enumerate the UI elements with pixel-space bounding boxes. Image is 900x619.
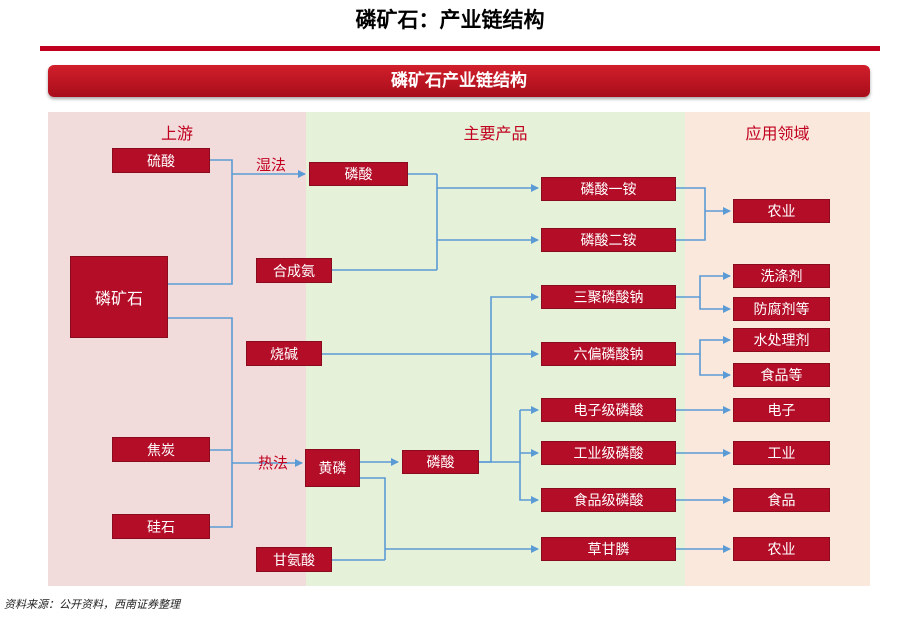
node-preservative: 防腐剂等 bbox=[733, 297, 830, 321]
node-synthetic-ammonia: 合成氨 bbox=[256, 258, 332, 283]
node-electronics: 电子 bbox=[733, 398, 830, 422]
node-glycine: 甘氨酸 bbox=[256, 547, 332, 572]
node-phosphoric-acid-wet: 磷酸 bbox=[309, 162, 408, 186]
node-stpp: 三聚磷酸钠 bbox=[541, 285, 676, 309]
node-dap: 磷酸二铵 bbox=[541, 228, 676, 252]
node-map: 磷酸一铵 bbox=[541, 177, 676, 201]
node-electronic-grade: 电子级磷酸 bbox=[541, 398, 676, 422]
page-title: 磷矿石：产业链结构 bbox=[355, 7, 545, 32]
node-phosphate-rock: 磷矿石 bbox=[70, 256, 168, 338]
node-industrial-grade: 工业级磷酸 bbox=[541, 441, 676, 465]
zone-title-products: 主要产品 bbox=[463, 124, 528, 143]
node-agriculture-1: 农业 bbox=[733, 199, 830, 223]
node-sulfuric-acid: 硫酸 bbox=[112, 148, 210, 173]
source-note: 资料来源：公开资料，西南证券整理 bbox=[4, 598, 180, 611]
node-phosphoric-acid-thermal: 磷酸 bbox=[402, 450, 479, 474]
node-detergent: 洗涤剂 bbox=[733, 264, 830, 288]
node-coke: 焦炭 bbox=[112, 437, 210, 462]
node-glyphosate: 草甘膦 bbox=[541, 537, 676, 561]
node-food-etc: 食品等 bbox=[733, 363, 830, 387]
title-rule bbox=[40, 46, 880, 51]
node-industry: 工业 bbox=[733, 441, 830, 465]
node-caustic-soda: 烧碱 bbox=[246, 341, 322, 366]
node-silica: 硅石 bbox=[112, 514, 210, 539]
banner: 磷矿石产业链结构 bbox=[48, 65, 870, 97]
thermal-process-label: 热法 bbox=[258, 454, 289, 472]
wet-process-label: 湿法 bbox=[256, 156, 287, 174]
zone-title-applications: 应用领域 bbox=[745, 124, 810, 143]
node-water-treatment: 水处理剂 bbox=[733, 328, 830, 352]
zone-title-upstream: 上游 bbox=[160, 124, 193, 143]
node-yellow-phosphorus: 黄磷 bbox=[305, 449, 360, 487]
node-food: 食品 bbox=[733, 488, 830, 512]
node-food-grade: 食品级磷酸 bbox=[541, 488, 676, 512]
node-agriculture-2: 农业 bbox=[733, 537, 830, 561]
node-shmp: 六偏磷酸钠 bbox=[541, 342, 676, 366]
